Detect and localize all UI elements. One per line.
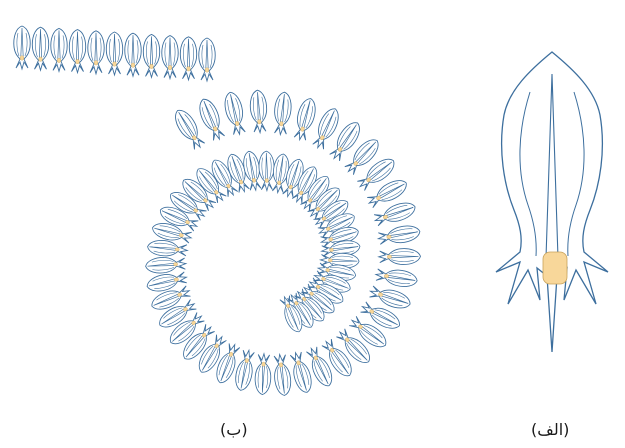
colony-zooid [125,33,141,76]
spiral-colony-illustration [14,26,421,396]
colony-zooid [375,267,419,289]
caption-spiral-colony: (ب) [220,420,248,440]
colony-zooid [373,199,418,228]
colony-zooid [233,349,257,392]
colony-zooid [249,90,268,134]
colony-zooid [51,28,67,71]
single-zooid-illustration [496,52,608,352]
zooid-body-outline [496,52,608,352]
colony-zooid [272,353,293,396]
colony-zooid [292,96,319,141]
colony-zooid [143,34,159,77]
colony-zooid [147,239,188,258]
colony-zooid [379,248,421,264]
colony-zooid [222,91,248,137]
colony-zooid [288,351,315,395]
zooid-nucleus [543,252,567,284]
colony-zooid [196,96,227,142]
colony-zooid [272,91,292,135]
colony-zooid [14,26,30,69]
colony-zooid [180,37,196,80]
colony-zooid [145,256,186,274]
colony-zooid [259,151,275,191]
colony-zooid [69,30,85,73]
colony-zooid [106,32,122,75]
colony-zooid [254,353,271,394]
caption-single-zooid: (الف) [531,420,569,440]
colony-zooid [162,36,178,79]
colony-zooid [377,224,421,247]
colony-zooid [368,284,413,312]
colony-zooid [88,31,104,74]
colony-zooid [199,38,215,81]
colony-zooid [32,27,48,70]
